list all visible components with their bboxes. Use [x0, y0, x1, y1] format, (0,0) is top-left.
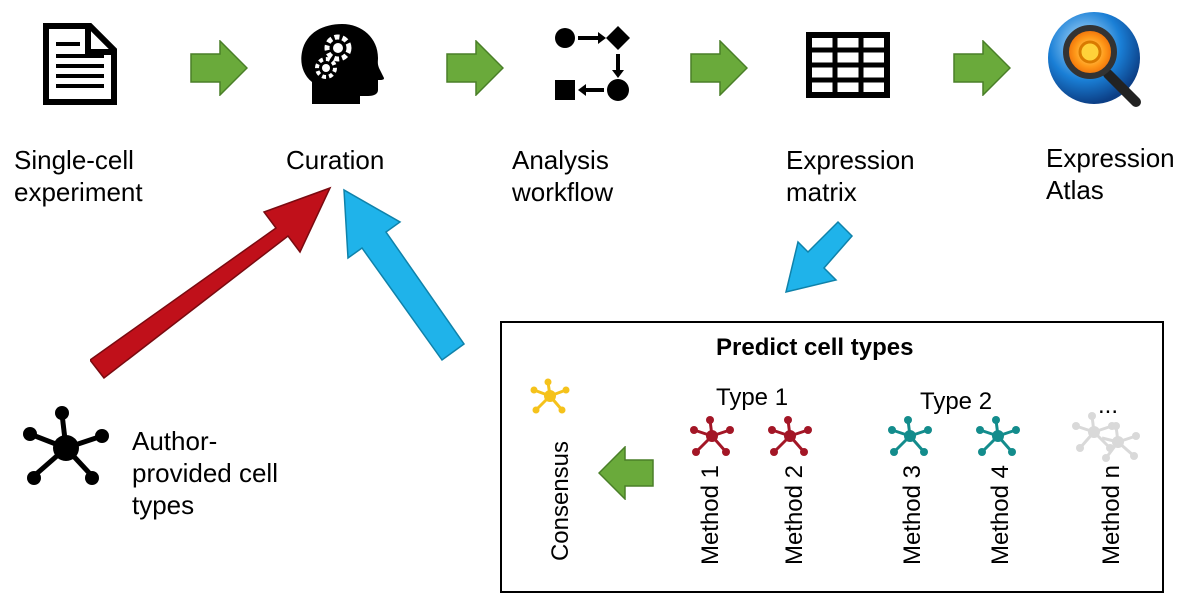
pipeline-arrow-2 — [446, 40, 504, 96]
methods-to-consensus-arrow — [598, 446, 654, 500]
step-label-curation: Curation — [286, 145, 385, 175]
grid-table-icon — [806, 32, 890, 98]
method-n-node-icon — [1072, 412, 1140, 462]
method2-node-icon — [768, 416, 812, 456]
workflow-icon — [555, 26, 630, 101]
step-label-analysis-workflow: Analysis workflow — [512, 145, 614, 207]
method2-label: Method 2 — [781, 464, 808, 566]
consensus-label: Consensus — [547, 440, 574, 562]
pipeline-arrow-3 — [690, 40, 748, 96]
predict-to-curation-arrow — [343, 188, 466, 362]
pipeline-arrow-1 — [190, 40, 248, 96]
matrix-to-predict-arrow — [784, 220, 854, 294]
atlas-logo-icon — [1048, 12, 1141, 107]
step-label-single-cell: Single-cell experiment — [14, 145, 143, 207]
document-icon — [43, 23, 117, 105]
predict-cell-types-box — [500, 321, 1164, 593]
author-to-curation-arrow — [90, 186, 332, 380]
method4-node-icon — [976, 416, 1020, 456]
head-gears-icon — [301, 24, 384, 104]
method3-node-icon — [888, 416, 932, 456]
method1-node-icon — [690, 416, 734, 456]
method1-label: Method 1 — [697, 464, 724, 566]
predict-title: Predict cell types — [716, 334, 914, 361]
pipeline-arrow-4 — [953, 40, 1011, 96]
method-n-label: Method n — [1098, 464, 1125, 566]
step-label-expression-atlas: Expression Atlas — [1046, 143, 1175, 205]
method4-label: Method 4 — [987, 464, 1014, 566]
network-node-icon — [23, 406, 109, 485]
step-label-expression-matrix: Expression matrix — [786, 145, 915, 207]
type2-label: Type 2 — [920, 388, 993, 415]
ellipsis-label: ... — [1098, 392, 1119, 419]
author-provided-label: Author- provided cell types — [132, 426, 278, 520]
method3-label: Method 3 — [899, 464, 926, 566]
consensus-node-icon — [530, 378, 570, 414]
type1-label: Type 1 — [716, 384, 789, 411]
